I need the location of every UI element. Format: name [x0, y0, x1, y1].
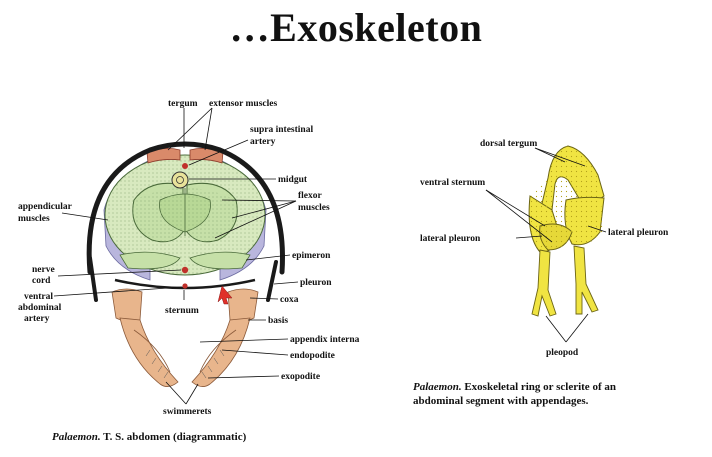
- label-supra-intestinal-artery: supra intestinal: [250, 125, 313, 135]
- label-midgut: midgut: [278, 175, 308, 185]
- supra-intestinal-artery: [182, 163, 188, 169]
- midgut: [171, 171, 189, 189]
- swimmeret-left: [119, 317, 179, 387]
- pleopod-right: [573, 245, 599, 315]
- label-lateral-pleuron-left: lateral pleuron: [420, 234, 481, 244]
- pointer-arrow-icon: [217, 285, 233, 305]
- label-lateral-pleuron-right: lateral pleuron: [608, 228, 669, 238]
- right-caption-line2: abdominal segment with appendages.: [413, 395, 589, 407]
- label-sternum: sternum: [165, 306, 199, 316]
- left-caption-genus: Palaemon.: [52, 431, 101, 443]
- epimeron-right: [189, 251, 251, 270]
- midgut-lumen: [176, 176, 184, 184]
- label-pleuron: pleuron: [300, 278, 332, 288]
- right-figure-caption: Palaemon. Exoskeletal ring or sclerite o…: [413, 380, 616, 408]
- left-figure-caption: Palaemon. T. S. abdomen (diagrammatic): [52, 430, 246, 444]
- nerve-cord: [181, 266, 189, 274]
- ts-abdomen-figure: tergum extensor muscles supra intestinal…: [18, 99, 360, 417]
- epimeron-left: [119, 251, 181, 270]
- label-coxa: coxa: [280, 295, 299, 305]
- label-tergum: tergum: [168, 99, 198, 109]
- label-nerve-cord: nerve: [32, 265, 55, 275]
- slide-title: …Exoskeleton: [229, 5, 483, 50]
- setae: [145, 349, 225, 379]
- label-swimmerets: swimmerets: [163, 407, 212, 417]
- swimmeret-left-endopodite: [133, 329, 171, 373]
- label-ventral-abdominal-artery-3: artery: [24, 314, 50, 324]
- extensor-muscle-right: [189, 148, 224, 164]
- swimmeret-right: [191, 317, 251, 387]
- label-nerve-cord-2: cord: [32, 276, 51, 286]
- label-epimeron: epimeron: [292, 251, 331, 261]
- label-basis: basis: [268, 316, 288, 326]
- label-ventral-sternum: ventral sternum: [420, 178, 485, 188]
- sclerite-dots: [529, 146, 604, 252]
- pleuron-right: [266, 260, 278, 302]
- leader-lines: [53, 107, 299, 405]
- label-pleopod: pleopod: [546, 348, 579, 358]
- sclerite-figure: dorsal tergum ventral sternum lateral pl…: [420, 139, 669, 358]
- label-flexor-muscles: flexor: [298, 191, 323, 201]
- left-caption-text: T. S. abdomen (diagrammatic): [103, 431, 247, 443]
- right-caption-line1: Exoskeletal ring or sclerite of an: [464, 381, 616, 393]
- label-extensor-muscles: extensor muscles: [209, 99, 277, 109]
- label-appendix-interna: appendix interna: [290, 335, 360, 345]
- label-appendicular-muscles-2: muscles: [18, 214, 50, 224]
- pleopod-left: [531, 249, 557, 317]
- coxa-left: [111, 288, 143, 322]
- label-dorsal-tergum: dorsal tergum: [480, 139, 537, 149]
- ventral-abdominal-artery: [182, 283, 188, 289]
- label-ventral-abdominal-artery: ventral: [24, 292, 53, 302]
- label-flexor-muscles-2: muscles: [298, 203, 330, 213]
- label-exopodite: exopodite: [281, 372, 320, 382]
- coxa-right: [227, 288, 259, 322]
- right-caption-genus: Palaemon.: [413, 381, 462, 393]
- sclerite-leader-lines: [485, 147, 607, 343]
- label-endopodite: endopodite: [290, 351, 335, 361]
- label-appendicular-muscles: appendicular: [18, 202, 73, 212]
- label-supra-intestinal-artery-2: artery: [250, 137, 276, 147]
- label-ventral-abdominal-artery-2: abdominal: [18, 303, 62, 313]
- swimmeret-right-endopodite: [199, 329, 237, 373]
